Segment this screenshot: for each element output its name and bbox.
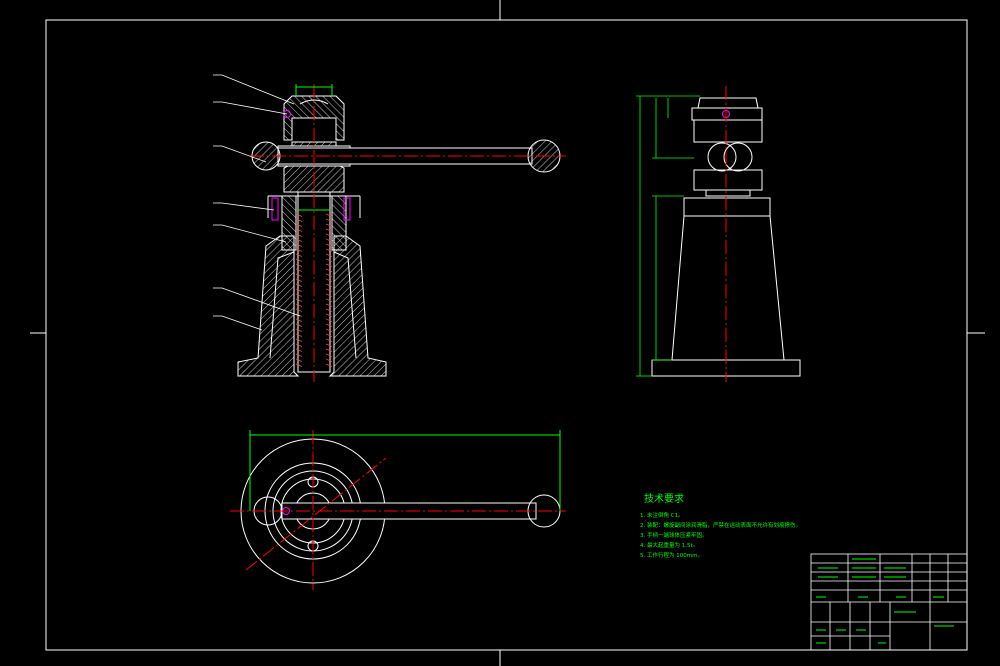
inner-frame: [45, 19, 968, 651]
thread-tick: [295, 253, 303, 257]
thread-tick: [325, 353, 333, 357]
thread-tick: [295, 278, 303, 282]
thread-tick: [295, 238, 303, 242]
base-body-left: [237, 235, 300, 377]
side-neck: [705, 189, 751, 197]
thread-tick: [295, 333, 303, 337]
thread-tick: [295, 263, 303, 267]
screw-threads: [295, 213, 333, 367]
thread-tick: [295, 303, 303, 307]
thread-tick: [325, 228, 333, 232]
top-view: [230, 430, 566, 590]
thread-tick: [325, 283, 333, 287]
thread-tick: [295, 243, 303, 247]
thread-tick: [295, 298, 303, 302]
front-section-view: [213, 74, 566, 382]
thread-tick: [325, 358, 333, 362]
top-centerline-diag: [245, 457, 387, 571]
thread-tick: [295, 218, 303, 222]
thread-tick: [325, 288, 333, 292]
thread-tick: [325, 273, 333, 277]
thread-tick: [295, 343, 303, 347]
thread-tick: [295, 228, 303, 232]
thread-tick: [325, 253, 333, 257]
thread-tick: [325, 308, 333, 312]
thread-tick: [295, 233, 303, 237]
side-cap-band: [691, 107, 763, 121]
base-cavity: [269, 251, 357, 359]
side-handle-ball-left: [707, 142, 737, 172]
base-body-right: [328, 235, 387, 377]
thread-tick: [295, 268, 303, 272]
thread-tick: [325, 303, 333, 307]
thread-tick: [325, 313, 333, 317]
thread-tick: [325, 243, 333, 247]
thread-tick: [325, 218, 333, 222]
thread-tick: [295, 358, 303, 362]
part-leaders: [213, 74, 301, 331]
thread-tick: [325, 318, 333, 322]
tech-req-item-5: 5. 工作行程为 100mm。: [640, 551, 703, 559]
thread-tick: [325, 233, 333, 237]
thread-tick: [325, 343, 333, 347]
side-head-lower: [693, 169, 763, 191]
thread-tick: [295, 338, 303, 342]
tech-req-item-4: 4. 最大起重量为 1.5t。: [640, 541, 698, 549]
sheet-border: [30, 0, 985, 666]
thread-tick: [295, 318, 303, 322]
thread-tick: [325, 323, 333, 327]
thread-tick: [295, 308, 303, 312]
title-block: [810, 553, 968, 651]
thread-tick: [325, 268, 333, 272]
side-cap: [697, 97, 759, 109]
thread-tick: [295, 323, 303, 327]
cap-dome: [299, 99, 329, 105]
thread-tick: [295, 293, 303, 297]
thread-tick: [325, 278, 333, 282]
thread-tick: [295, 283, 303, 287]
thread-tick: [295, 348, 303, 352]
tech-req-item-1: 1. 未注倒角 C1。: [640, 511, 684, 519]
thread-tick: [325, 328, 333, 332]
thread-tick: [295, 363, 303, 367]
side-view: [636, 86, 801, 382]
tech-requirements: 技术要求 1. 未注倒角 C1。 2. 装配：螺旋副间涂润滑脂，严禁在运动表面不…: [640, 492, 801, 559]
thread-tick: [325, 263, 333, 267]
thread-tick: [325, 293, 333, 297]
thread-tick: [295, 213, 303, 217]
thread-tick: [325, 298, 333, 302]
tech-req-item-3: 3. 手柄一端球体压紧牢固。: [640, 531, 708, 539]
thread-tick: [295, 288, 303, 292]
thread-tick: [325, 213, 333, 217]
thread-tick: [295, 353, 303, 357]
set-screw-left: [271, 197, 279, 221]
thread-tick: [325, 363, 333, 367]
cap-pin: [283, 110, 291, 118]
tech-req-item-2: 2. 装配：螺旋副间涂润滑脂，严禁在运动表面不允许有划痕擦伤。: [640, 521, 801, 529]
side-base-flange: [683, 197, 771, 216]
side-head-upper: [693, 119, 763, 143]
thread-tick: [295, 328, 303, 332]
thread-tick: [325, 348, 333, 352]
side-dimensions: [636, 95, 700, 377]
side-handle-ball-right: [723, 142, 753, 172]
thread-tick: [295, 273, 303, 277]
thread-tick: [295, 258, 303, 262]
title-block-marks: [816, 558, 954, 644]
set-screw-right: [343, 197, 351, 221]
thread-tick: [325, 333, 333, 337]
thread-tick: [295, 223, 303, 227]
side-base-body: [671, 215, 785, 361]
thread-tick: [295, 248, 303, 252]
thread-tick: [325, 223, 333, 227]
thread-tick: [325, 248, 333, 252]
thread-tick: [325, 338, 333, 342]
thread-tick: [325, 238, 333, 242]
tech-requirements-title: 技术要求: [644, 492, 684, 505]
thread-tick: [325, 258, 333, 262]
